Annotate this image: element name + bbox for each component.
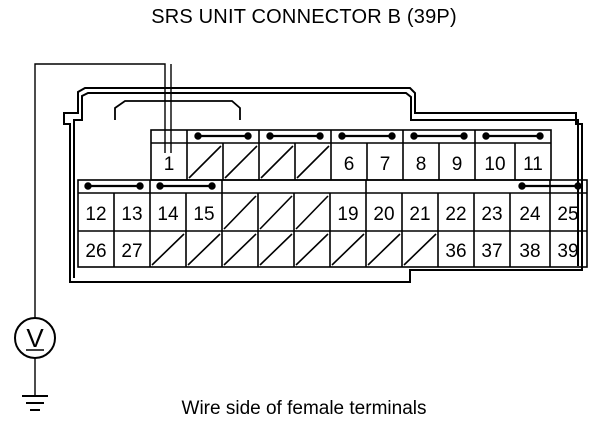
pin-label: 25 (557, 204, 578, 225)
pin-label: 13 (121, 204, 142, 225)
diagram-title: SRS UNIT CONNECTOR B (39P) (151, 6, 457, 28)
pin-label: 39 (557, 241, 578, 262)
pin-label: 38 (519, 241, 540, 262)
pin-label: 21 (409, 204, 430, 225)
connector-grid (77, 129, 588, 268)
pin-label: 1 (164, 154, 175, 175)
empty-cavities (151, 145, 437, 266)
voltmeter-icon: V (14, 317, 56, 359)
pin-label: 36 (445, 241, 466, 262)
pin-label: 14 (157, 204, 179, 225)
shorting-bars (84, 132, 582, 190)
connector-housing (63, 87, 583, 283)
diagram-caption: Wire side of female terminals (181, 398, 427, 419)
pin-label: 15 (193, 204, 214, 225)
pin-label: 20 (373, 204, 394, 225)
pin-label: 37 (481, 241, 502, 262)
ground-icon (22, 395, 48, 411)
pin-label: 10 (484, 154, 505, 175)
probe-wire (34, 63, 172, 396)
pin-label: 24 (519, 204, 541, 225)
pin-label: 8 (416, 154, 427, 175)
pin-label: 11 (523, 154, 543, 175)
pin-label: 9 (452, 154, 463, 175)
pin-label: 6 (344, 154, 355, 175)
pin-label: 23 (481, 204, 502, 225)
pin-label: 26 (85, 241, 106, 262)
pin-label: 27 (121, 241, 142, 262)
pin-labels: 1 6 7 8 9 10 11 12 13 14 15 19 20 21 22 … (85, 154, 578, 262)
pin-label: 22 (445, 204, 466, 225)
pin-label: 19 (337, 204, 358, 225)
voltmeter-symbol: V (26, 323, 44, 353)
pin-label: 7 (380, 154, 391, 175)
pin-label: 12 (85, 204, 106, 225)
